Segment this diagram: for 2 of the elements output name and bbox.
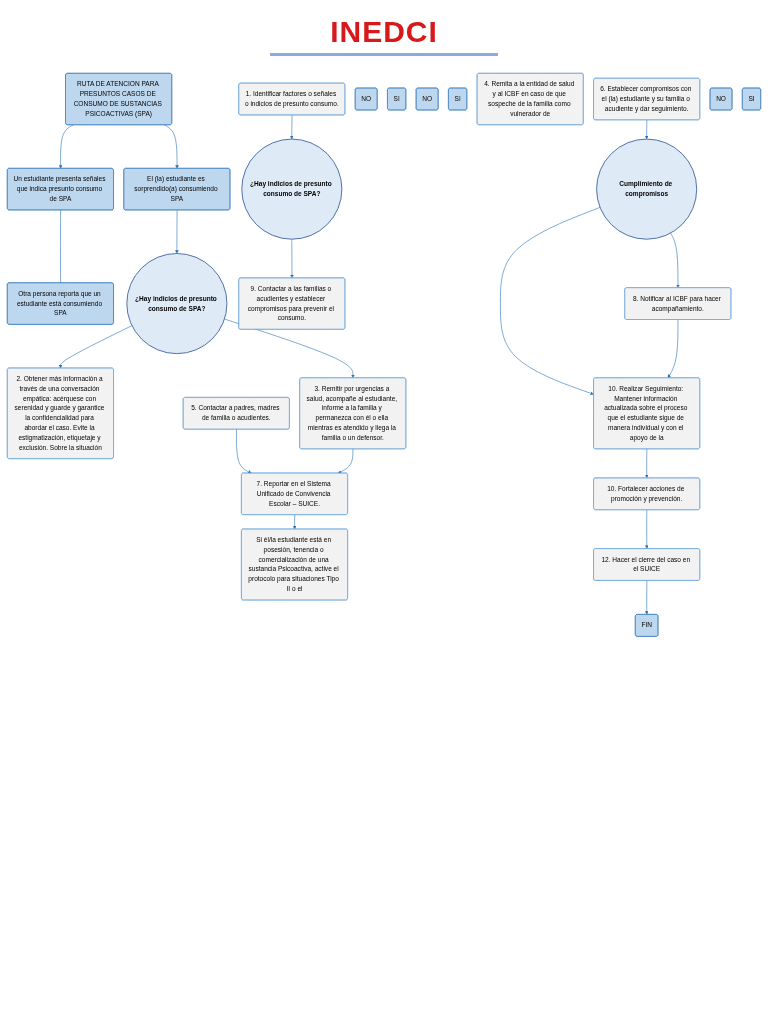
- title: INEDCI: [270, 14, 498, 56]
- connector: [60, 209, 61, 284]
